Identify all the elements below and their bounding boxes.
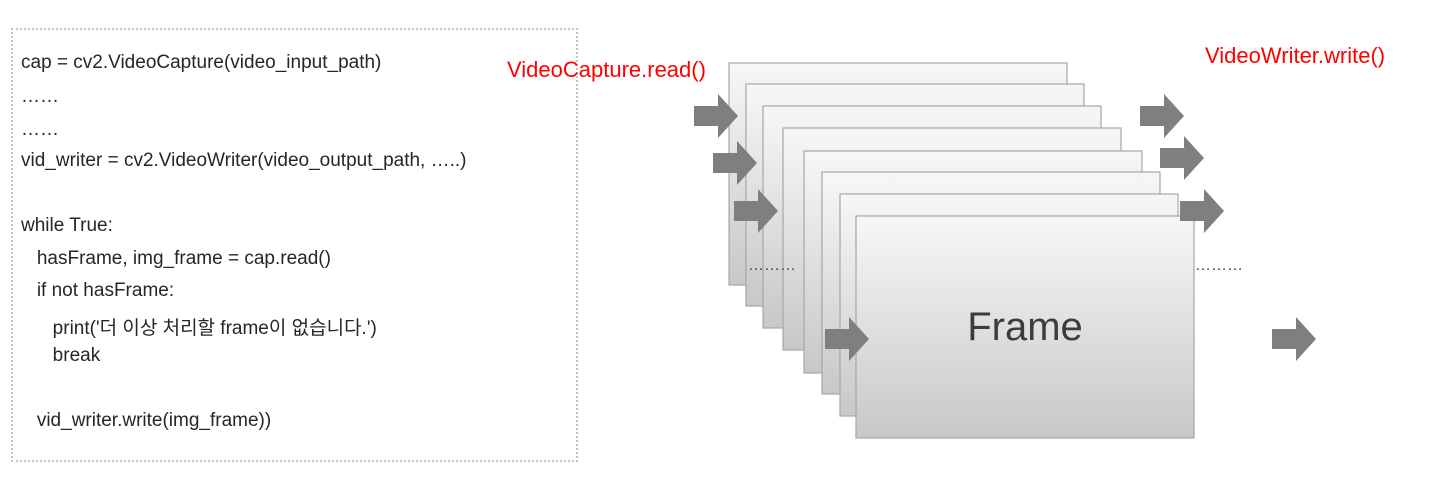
input-arrow-icon xyxy=(734,189,778,233)
input-arrow-icon xyxy=(713,141,757,185)
code-line: while True: xyxy=(21,215,113,236)
code-line: print('더 이상 처리할 frame이 없습니다.') xyxy=(21,318,377,339)
ellipsis-right: ……… xyxy=(1195,257,1243,274)
videocapture-read-label: VideoCapture.read() xyxy=(507,57,706,82)
code-line: cap = cv2.VideoCapture(video_input_path) xyxy=(21,52,382,73)
code-line: …… xyxy=(21,119,59,140)
code-line: vid_writer = cv2.VideoWriter(video_outpu… xyxy=(21,150,467,171)
videowriter-write-label: VideoWriter.write() xyxy=(1205,43,1386,68)
code-line: hasFrame, img_frame = cap.read() xyxy=(21,248,331,269)
code-line: …… xyxy=(21,86,59,107)
code-line: if not hasFrame: xyxy=(21,280,175,301)
video-frame xyxy=(855,215,1195,439)
output-arrow-icon xyxy=(1140,94,1184,138)
input-arrow-icon xyxy=(825,317,869,361)
frame-stack xyxy=(728,62,1195,439)
ellipsis-left: ……… xyxy=(748,257,796,274)
frame-label: Frame xyxy=(967,304,1083,349)
arrow-group xyxy=(694,94,1316,361)
code-line: vid_writer.write(img_frame)) xyxy=(21,410,272,431)
output-arrow-icon xyxy=(1160,136,1204,180)
output-arrow-icon xyxy=(1272,317,1316,361)
code-snippet-box: cap = cv2.VideoCapture(video_input_path)… xyxy=(11,28,578,462)
code-line: break xyxy=(21,345,101,366)
input-arrow-icon xyxy=(694,94,738,138)
output-arrow-icon xyxy=(1180,189,1224,233)
